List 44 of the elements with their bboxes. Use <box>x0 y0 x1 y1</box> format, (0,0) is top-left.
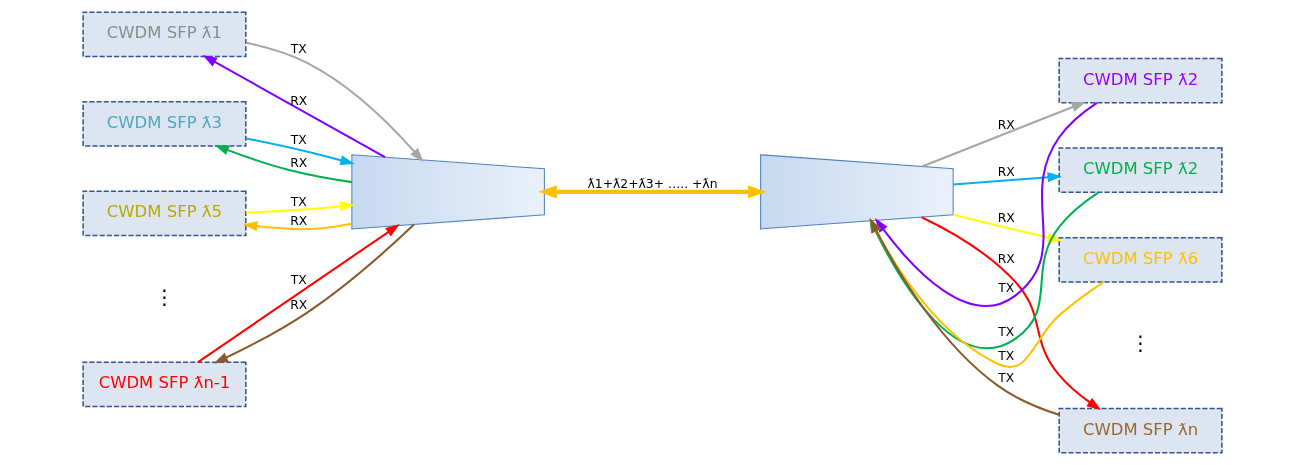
arrow <box>245 41 424 163</box>
edge-label: RX <box>290 93 308 108</box>
edge-label: RX <box>997 117 1015 132</box>
label: ⋮ <box>1130 331 1151 356</box>
node-trapezoid <box>351 154 545 230</box>
label: ⋮ <box>154 285 175 310</box>
node-box: CWDM SFP ƛ5 <box>82 190 247 237</box>
arrow <box>245 137 355 166</box>
edge-label: RX <box>290 155 308 170</box>
arrow <box>869 191 1100 349</box>
arrow <box>921 216 1102 411</box>
edge-label: TX <box>290 273 307 288</box>
arrow <box>197 224 400 363</box>
node-box: CWDM SFP ƛ2 <box>1058 57 1223 104</box>
node-box: CWDM SFP ƛn <box>1058 407 1223 454</box>
edge-label: TX <box>290 42 307 57</box>
edge-label: RX <box>290 214 308 229</box>
edge-label: TX <box>998 370 1015 385</box>
arrow <box>869 218 1105 368</box>
edge-label: ƛ1+ƛ2+ƛ3+ ….. +ƛn <box>587 177 718 192</box>
edge-label: RX <box>997 211 1015 226</box>
node-box: CWDM SFP ƛ3 <box>82 100 247 147</box>
edge-label: TX <box>998 349 1015 364</box>
arrow <box>245 201 355 214</box>
node-trapezoid <box>760 154 954 230</box>
arrow <box>538 185 767 199</box>
arrow <box>202 55 386 158</box>
edge-label: TX <box>290 194 307 209</box>
node-box: CWDM SFP ƛ6 <box>1058 236 1223 283</box>
edge-label: TX <box>998 324 1015 339</box>
edge-label: RX <box>997 252 1015 267</box>
edge-label: TX <box>998 281 1015 296</box>
arrow <box>214 144 352 184</box>
arrow <box>213 223 415 364</box>
edge-label: RX <box>997 164 1015 179</box>
edge-label: RX <box>290 297 308 312</box>
node-box: CWDM SFP ƛ1 <box>82 11 247 58</box>
arrow <box>243 221 352 232</box>
arrow <box>874 101 1098 307</box>
edge-label: TX <box>290 133 307 148</box>
arrow <box>953 172 1062 186</box>
arrow <box>921 101 1087 168</box>
node-box: CWDM SFP ƛn-1 <box>82 361 247 408</box>
node-box: CWDM SFP ƛ2 <box>1058 147 1223 194</box>
